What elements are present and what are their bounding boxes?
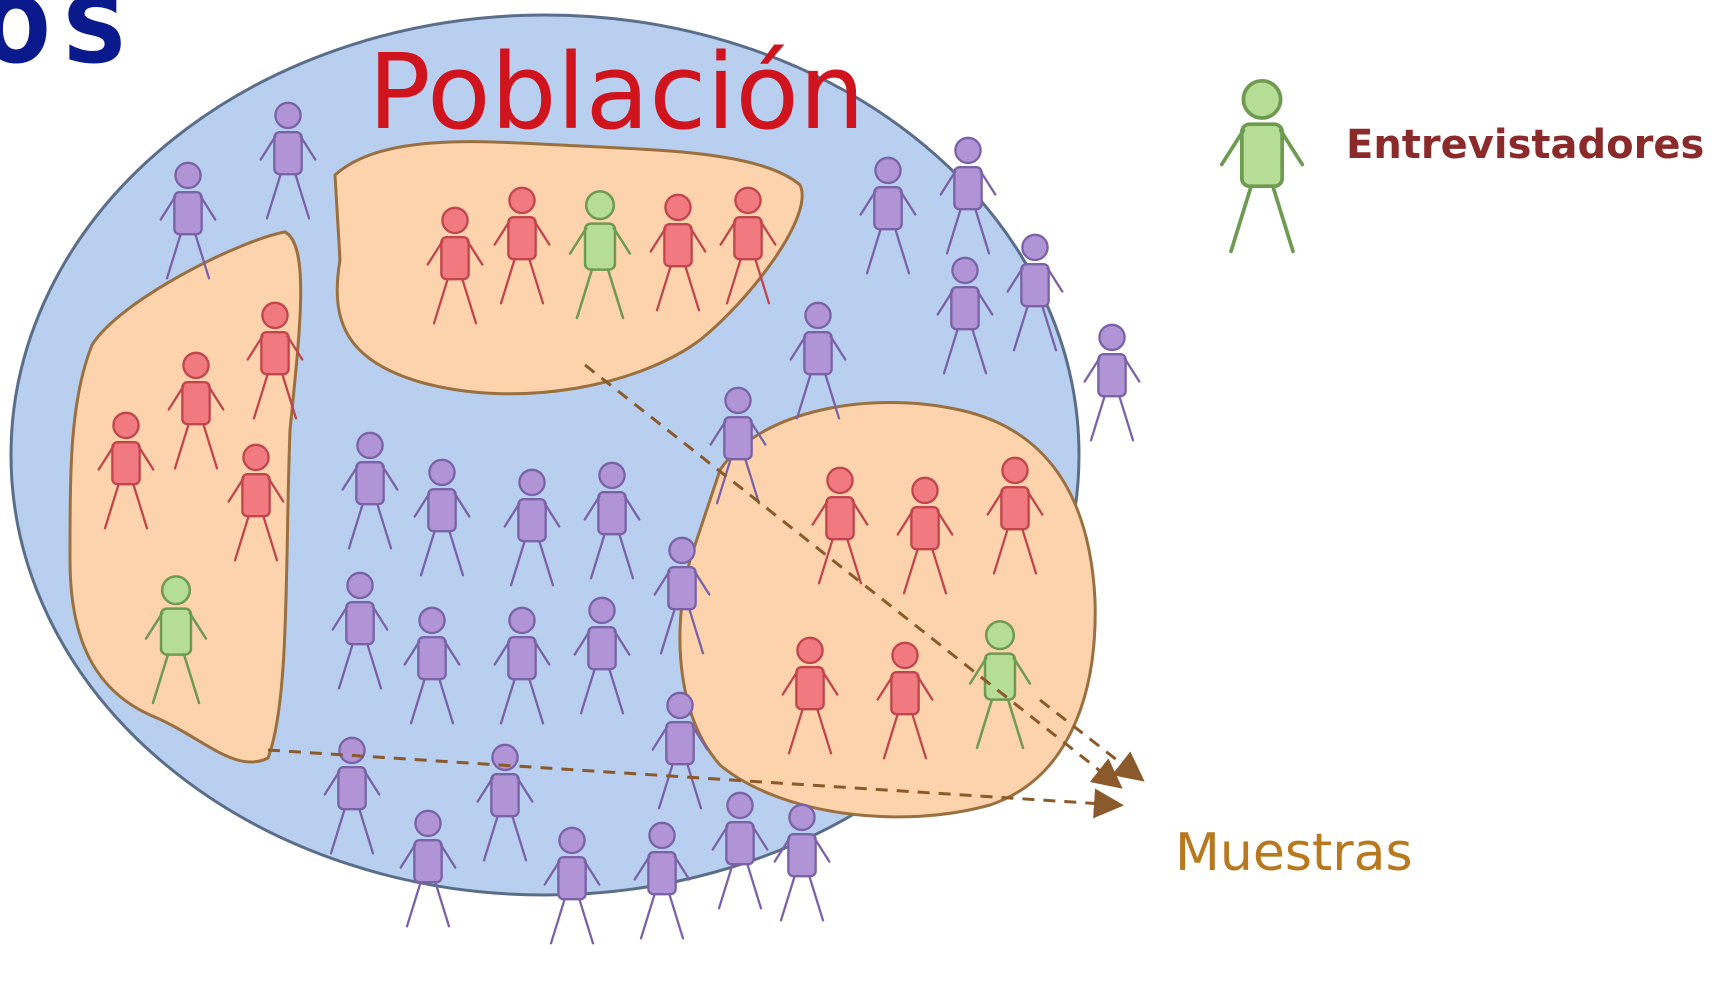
person-figure bbox=[1083, 323, 1141, 442]
sample-arrow-left bbox=[267, 748, 1124, 819]
sample-arrow-top bbox=[584, 363, 1123, 789]
legend: Entrevistadores bbox=[1219, 78, 1704, 254]
sample-arrow-right bbox=[1039, 698, 1145, 782]
sample-region-left bbox=[68, 230, 303, 764]
samples-label: Muestras bbox=[1175, 823, 1413, 883]
population-title: Población bbox=[368, 31, 865, 153]
sample-region-right bbox=[678, 401, 1097, 819]
legend-label: Entrevistadores bbox=[1346, 122, 1704, 168]
interviewer-figure-icon bbox=[1219, 78, 1305, 254]
corner-title-fragment: os bbox=[0, 0, 137, 91]
